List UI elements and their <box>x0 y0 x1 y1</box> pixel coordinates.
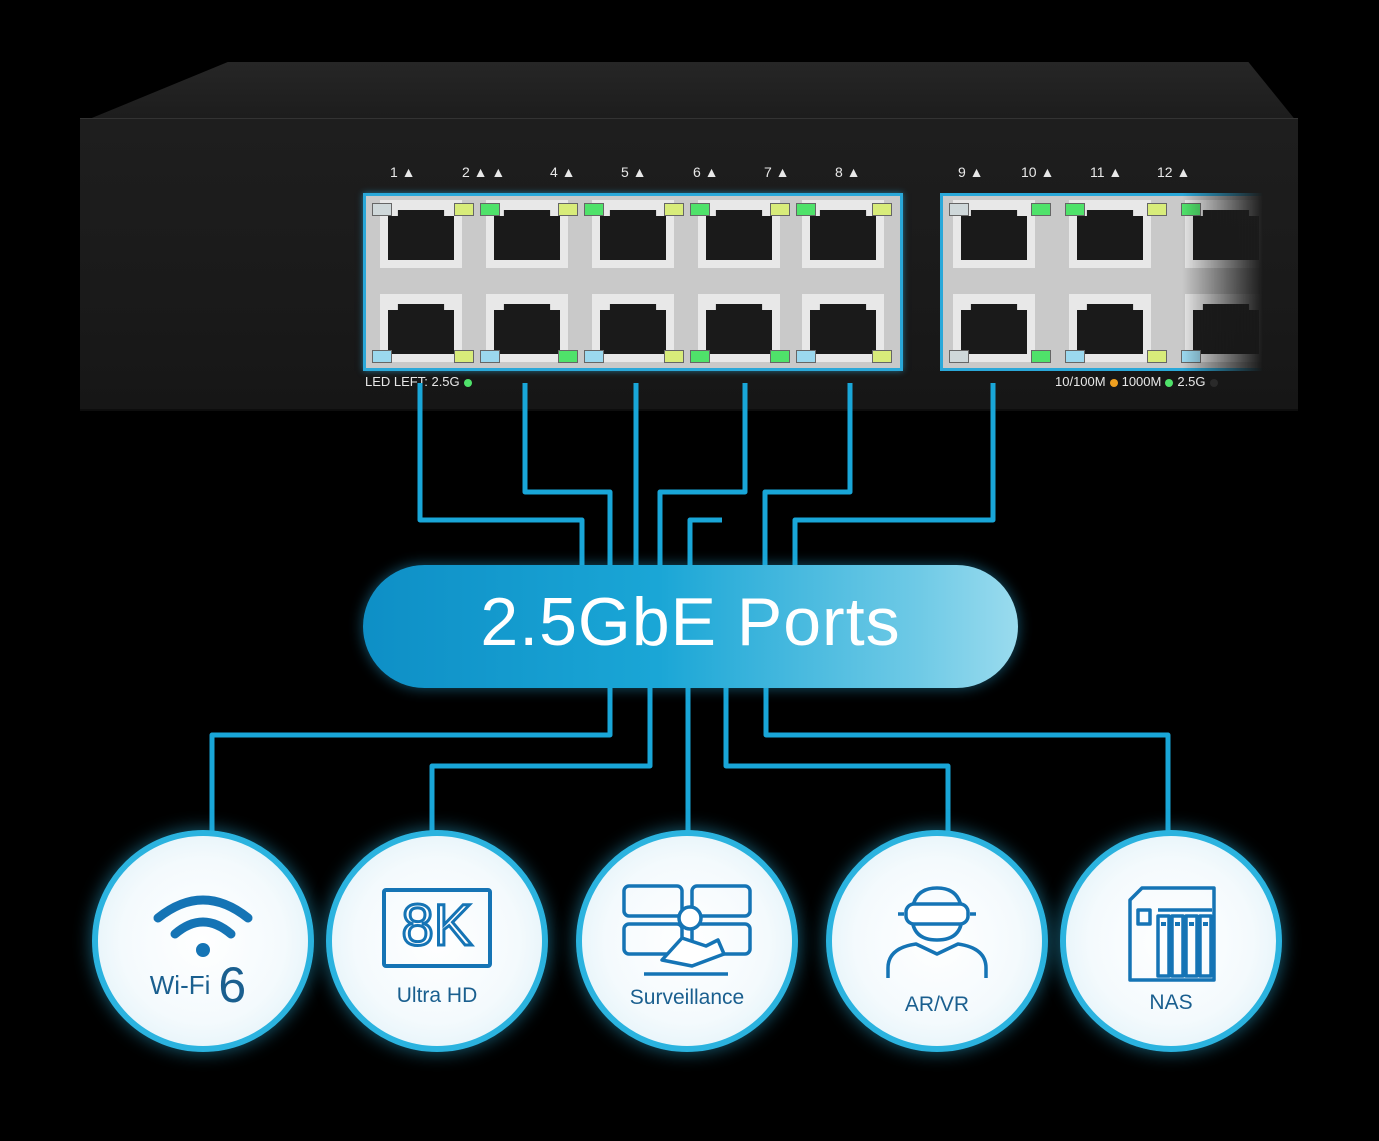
port-led <box>584 350 604 363</box>
ethernet-port[interactable] <box>592 294 674 362</box>
speed-legend: 10/100M 1000M 2.5G <box>1055 374 1222 389</box>
port-led <box>1147 203 1167 216</box>
port-led <box>480 350 500 363</box>
connector-line <box>723 688 951 832</box>
port-number-label: 12 ▲ <box>1157 164 1191 180</box>
port-led <box>558 203 578 216</box>
port-led <box>770 350 790 363</box>
nas-storage-icon <box>1128 886 1216 982</box>
port-led <box>454 350 474 363</box>
ethernet-port[interactable] <box>698 294 780 362</box>
ethernet-port[interactable] <box>380 200 462 268</box>
switch-top-surface <box>82 62 1297 122</box>
port-led <box>690 350 710 363</box>
port-led <box>480 203 500 216</box>
port-led <box>664 350 684 363</box>
port-led <box>372 350 392 363</box>
port-led <box>796 203 816 216</box>
port-number-label: 8 ▲ <box>835 164 861 180</box>
ethernet-port[interactable] <box>1069 294 1151 362</box>
port-led <box>949 203 969 216</box>
app-label-surveillance: Surveillance <box>629 986 745 1009</box>
port-led <box>872 350 892 363</box>
wifi-version: 6 <box>218 957 247 1013</box>
app-circle-8k: 8K Ultra HD <box>326 830 548 1052</box>
ethernet-port[interactable] <box>1069 200 1151 268</box>
port-number-label: 6 ▲ <box>693 164 719 180</box>
port-led <box>558 350 578 363</box>
connector-line <box>209 688 613 832</box>
port-number-label: 2 ▲ ▲ <box>462 164 506 180</box>
port-number-label: 7 ▲ <box>764 164 790 180</box>
connector-line <box>429 688 653 832</box>
ethernet-port[interactable] <box>953 200 1035 268</box>
port-block-right <box>940 193 1267 371</box>
app-circle-nas: NAS <box>1060 830 1282 1052</box>
speed-legend-10-100: 10/100M <box>1055 374 1106 389</box>
port-number-label: 9 ▲ <box>958 164 984 180</box>
ethernet-port[interactable] <box>1185 294 1267 362</box>
port-led <box>1181 203 1201 216</box>
8k-text: 8K <box>400 892 474 959</box>
connector-line <box>763 688 1171 832</box>
port-led <box>690 203 710 216</box>
led-left-legend: LED LEFT: 2.5G <box>365 374 476 389</box>
port-led <box>454 203 474 216</box>
surveillance-camera-icon <box>622 884 752 976</box>
port-number-label: 4 ▲ <box>550 164 576 180</box>
port-number-label: 11 ▲ <box>1090 164 1123 180</box>
port-led <box>872 203 892 216</box>
ethernet-port[interactable] <box>592 200 674 268</box>
vr-headset-person-icon <box>886 886 988 978</box>
connector-line <box>687 517 722 568</box>
gray-dot-icon <box>1209 378 1218 387</box>
port-led <box>664 203 684 216</box>
hub-label: 2.5GbE Ports <box>480 584 901 660</box>
port-number-label: 1 ▲ <box>390 164 416 180</box>
wifi-icon <box>153 895 253 957</box>
hub-pill: 2.5GbE Ports <box>363 565 1018 688</box>
app-circle-arvr: AR/VR <box>826 830 1048 1052</box>
port-led <box>770 203 790 216</box>
app-label-arvr: AR/VR <box>904 993 970 1016</box>
app-label-ultra-hd: Ultra HD <box>396 984 478 1007</box>
port-led <box>1065 350 1085 363</box>
8k-icon: 8K <box>382 888 492 968</box>
port-led <box>1031 350 1051 363</box>
port-led <box>584 203 604 216</box>
port-led <box>1065 203 1085 216</box>
port-number-label: 5 ▲ <box>621 164 647 180</box>
green-dot-icon <box>463 378 472 387</box>
speed-legend-2-5g: 2.5G <box>1177 374 1206 389</box>
port-led <box>1147 350 1167 363</box>
orange-dot-icon <box>1109 378 1118 387</box>
port-led <box>1031 203 1051 216</box>
ethernet-port[interactable] <box>802 294 884 362</box>
led-left-label: LED LEFT: 2.5G <box>365 374 460 389</box>
ethernet-port[interactable] <box>380 294 462 362</box>
green-dot-icon <box>1165 378 1174 387</box>
app-circle-surveillance: Surveillance <box>576 830 798 1052</box>
port-led <box>1181 350 1201 363</box>
app-label-nas: NAS <box>1149 991 1193 1014</box>
port-block-left <box>363 193 903 371</box>
port-led <box>949 350 969 363</box>
speed-legend-1000: 1000M <box>1121 374 1162 389</box>
port-number-label: 10 ▲ <box>1021 164 1055 180</box>
ethernet-port[interactable] <box>698 200 780 268</box>
port-led <box>372 203 392 216</box>
port-led <box>796 350 816 363</box>
